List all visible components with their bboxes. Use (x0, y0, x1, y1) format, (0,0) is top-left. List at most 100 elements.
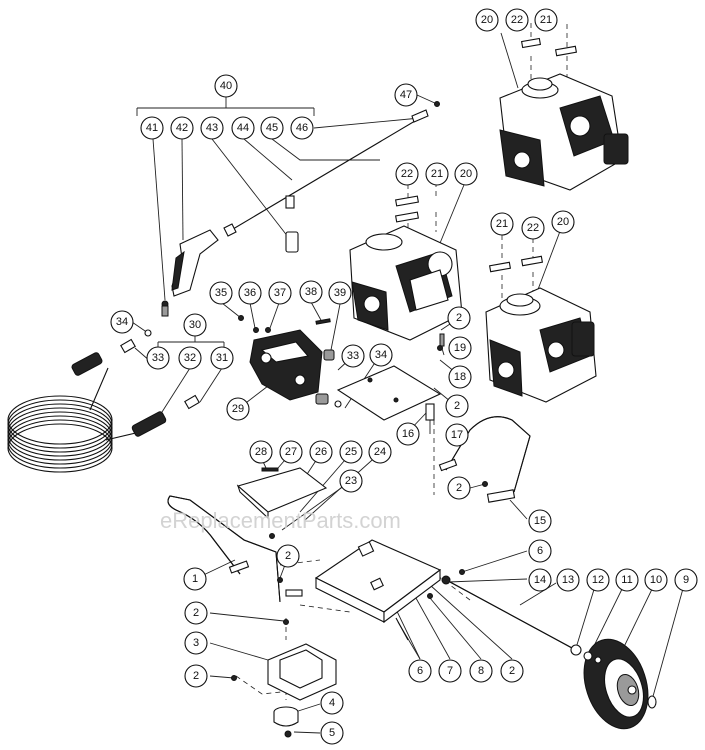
callout-22-mid[interactable]: 22 (395, 162, 419, 186)
callout-2-handle[interactable]: 2 (447, 476, 471, 500)
callout-19[interactable]: 19 (448, 336, 472, 360)
callout-20-mid[interactable]: 20 (454, 162, 478, 186)
callout-2-frame[interactable]: 2 (276, 544, 300, 568)
callout-21-mid[interactable]: 21 (425, 162, 449, 186)
callout-label: 43 (206, 122, 218, 134)
callout-label: 33 (347, 350, 359, 362)
callout-45[interactable]: 45 (260, 116, 284, 140)
callout-label: 6 (417, 665, 423, 677)
callout-label: 45 (266, 122, 278, 134)
callout-41[interactable]: 41 (140, 116, 164, 140)
callout-label: 6 (537, 545, 543, 557)
callout-label: 29 (232, 403, 244, 415)
callout-27[interactable]: 27 (279, 440, 303, 464)
callout-label: 33 (152, 352, 164, 364)
callout-28[interactable]: 28 (249, 440, 273, 464)
callout-22-top[interactable]: 22 (505, 8, 529, 32)
callout-14[interactable]: 14 (528, 568, 552, 592)
callout-16[interactable]: 16 (396, 422, 420, 446)
callout-label: 8 (478, 665, 484, 677)
callout-2-bottom-a[interactable]: 2 (184, 601, 208, 625)
callout-43[interactable]: 43 (200, 116, 224, 140)
callout-4[interactable]: 4 (320, 691, 344, 715)
callout-6-right[interactable]: 6 (528, 539, 552, 563)
callout-29[interactable]: 29 (226, 397, 250, 421)
callout-label: 14 (534, 574, 546, 586)
callout-44[interactable]: 44 (231, 116, 255, 140)
callout-label: 3 (193, 637, 199, 649)
callout-10[interactable]: 10 (644, 568, 668, 592)
callout-15[interactable]: 15 (528, 509, 552, 533)
callout-30[interactable]: 30 (183, 313, 207, 337)
callout-label: 42 (176, 122, 188, 134)
parts (7, 37, 657, 738)
callout-label: 44 (237, 122, 249, 134)
spray-wand-part (223, 101, 440, 253)
callout-20-top[interactable]: 20 (475, 8, 499, 32)
callout-33-left[interactable]: 33 (146, 346, 170, 370)
callout-37[interactable]: 37 (268, 281, 292, 305)
callout-label: 30 (189, 319, 201, 331)
callout-36[interactable]: 36 (238, 281, 262, 305)
callout-39[interactable]: 39 (328, 281, 352, 305)
callout-1[interactable]: 1 (183, 567, 207, 591)
callout-25[interactable]: 25 (339, 440, 363, 464)
callout-34-left[interactable]: 34 (110, 310, 134, 334)
callout-2-engine[interactable]: 2 (447, 306, 471, 330)
callout-38[interactable]: 38 (299, 280, 323, 304)
callout-9[interactable]: 9 (674, 568, 698, 592)
callout-2-bottom-b[interactable]: 2 (184, 664, 208, 688)
callout-20-right[interactable]: 20 (551, 210, 575, 234)
callout-2-bottom-c[interactable]: 2 (500, 659, 524, 683)
callout-11[interactable]: 11 (615, 568, 639, 592)
callout-2-plate[interactable]: 2 (445, 394, 469, 418)
callout-3[interactable]: 3 (184, 631, 208, 655)
callout-label: 4 (329, 697, 335, 709)
callout-8[interactable]: 8 (469, 659, 493, 683)
callout-5[interactable]: 5 (320, 721, 344, 745)
callout-label: 22 (401, 168, 413, 180)
callout-46[interactable]: 46 (290, 116, 314, 140)
callout-label: 20 (557, 216, 569, 228)
callout-24[interactable]: 24 (368, 440, 392, 464)
engine-top-part (499, 37, 629, 191)
callout-32[interactable]: 32 (178, 346, 202, 370)
callout-label: 32 (184, 352, 196, 364)
callout-label: 47 (400, 89, 412, 101)
callout-label: 22 (511, 14, 523, 26)
callout-label: 18 (454, 371, 466, 383)
callout-7[interactable]: 7 (438, 659, 462, 683)
watermark-text: eReplacementParts.com (160, 508, 401, 533)
handle-part (438, 416, 531, 503)
callout-label: 40 (220, 80, 232, 92)
callout-6-bottom[interactable]: 6 (408, 659, 432, 683)
callout-label: 20 (460, 168, 472, 180)
bracket-part (231, 619, 337, 701)
callout-label: 26 (315, 446, 327, 458)
callout-18[interactable]: 18 (448, 365, 472, 389)
callout-47[interactable]: 47 (394, 83, 418, 107)
callout-17[interactable]: 17 (445, 423, 469, 447)
pump-part (238, 315, 342, 408)
callout-21-top[interactable]: 21 (534, 8, 558, 32)
callout-35[interactable]: 35 (209, 281, 233, 305)
callout-26[interactable]: 26 (309, 440, 333, 464)
callout-22-right[interactable]: 22 (521, 216, 545, 240)
callout-12[interactable]: 12 (586, 568, 610, 592)
callout-label: 15 (534, 515, 546, 527)
callout-42[interactable]: 42 (170, 116, 194, 140)
callout-13[interactable]: 13 (556, 568, 580, 592)
tray-part (236, 467, 328, 539)
callout-balloons: 40 41 42 43 44 45 46 47 20 22 21 22 21 2… (110, 8, 698, 745)
callout-31[interactable]: 31 (210, 346, 234, 370)
callout-23[interactable]: 23 (339, 469, 363, 493)
callout-33-mid[interactable]: 33 (341, 344, 365, 368)
engine-middle-part (349, 195, 463, 351)
callout-34-mid[interactable]: 34 (369, 343, 393, 367)
callout-label: 41 (146, 122, 158, 134)
callout-label: 19 (454, 342, 466, 354)
callout-label: 7 (447, 665, 453, 677)
callout-40[interactable]: 40 (214, 74, 238, 98)
callout-21-right[interactable]: 21 (490, 212, 514, 236)
